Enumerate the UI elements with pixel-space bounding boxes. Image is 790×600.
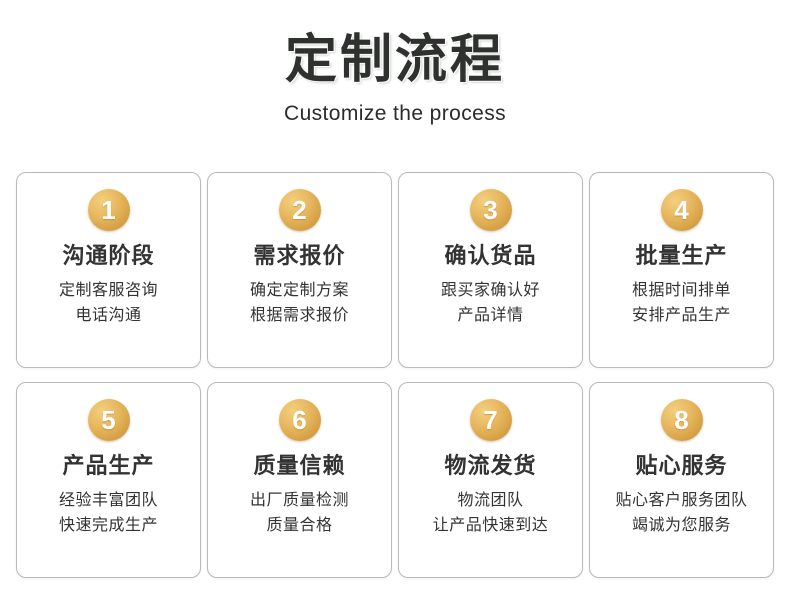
step-title: 沟通阶段 [62,243,155,268]
process-step-card-5: 5 产品生产 经验丰富团队 快速完成生产 [16,382,201,578]
step-title: 物流发货 [444,453,537,478]
step-description-line-2: 让产品快速到达 [432,517,549,535]
step-description-line-2: 竭诚为您服务 [631,517,731,535]
step-title: 产品生产 [62,453,155,478]
process-step-card-8: 8 贴心服务 贴心客户服务团队 竭诚为您服务 [589,382,774,578]
page-title: 定制流程 [284,31,505,89]
step-number-badge: 8 [660,399,703,441]
process-step-card-3: 3 确认货品 跟买家确认好 产品详情 [398,172,583,368]
step-number-label: 2 [292,195,307,225]
process-step-card-2: 2 需求报价 确定定制方案 根据需求报价 [207,172,392,368]
process-step-card-7: 7 物流发货 物流团队 让产品快速到达 [398,382,583,578]
step-description-line-2: 质量合格 [266,517,333,535]
process-step-card-6: 6 质量信赖 出厂质量检测 质量合格 [207,382,392,578]
step-description-line-2: 产品详情 [457,307,524,325]
step-number-badge: 4 [660,189,703,231]
step-number-label: 3 [483,195,498,225]
step-title: 需求报价 [253,243,346,268]
step-description: 出厂质量检测 质量合格 [250,479,349,539]
step-number-badge: 1 [87,189,130,231]
step-description-line-1: 跟买家确认好 [440,282,540,300]
step-description-line-2: 快速完成生产 [58,517,158,535]
process-step-card-4: 4 批量生产 根据时间排单 安排产品生产 [589,172,774,368]
step-description: 根据时间排单 安排产品生产 [632,269,731,329]
step-description-line-2: 电话沟通 [75,307,142,325]
step-description: 物流团队 让产品快速到达 [433,479,549,539]
step-number-badge: 3 [469,189,512,231]
page-subtitle: Customize the process [284,102,506,126]
process-step-grid: 1 沟通阶段 定制客服咨询 电话沟通 2 需求报价 确定定制方案 根据需求报价 … [16,172,774,578]
step-description-line-1: 物流团队 [457,492,524,510]
step-description-line-1: 贴心客户服务团队 [615,492,748,510]
step-description-line-1: 定制客服咨询 [58,282,158,300]
step-description-line-1: 确定定制方案 [249,282,349,300]
step-number-label: 7 [483,405,498,435]
step-number-label: 6 [292,405,307,435]
step-number-badge: 6 [278,399,321,441]
step-description-line-2: 根据需求报价 [249,307,349,325]
step-number-label: 1 [101,195,116,225]
step-description-line-1: 出厂质量检测 [249,492,349,510]
step-description: 贴心客户服务团队 竭诚为您服务 [615,479,747,539]
step-number-label: 4 [674,195,689,225]
step-title: 贴心服务 [635,453,728,478]
step-number-badge: 5 [87,399,130,441]
step-number-badge: 7 [469,399,512,441]
step-title: 确认货品 [444,243,537,268]
step-description: 定制客服咨询 电话沟通 [59,269,158,329]
step-title: 质量信赖 [253,453,346,478]
process-step-card-1: 1 沟通阶段 定制客服咨询 电话沟通 [16,172,201,368]
step-number-label: 5 [101,405,116,435]
step-description: 跟买家确认好 产品详情 [441,269,540,329]
header: 定制流程 Customize the process [0,0,790,125]
step-description-line-1: 经验丰富团队 [58,492,158,510]
step-description-line-2: 安排产品生产 [631,307,731,325]
step-description-line-1: 根据时间排单 [631,282,731,300]
step-description: 确定定制方案 根据需求报价 [250,269,349,329]
step-number-label: 8 [674,405,689,435]
step-number-badge: 2 [278,189,321,231]
step-description: 经验丰富团队 快速完成生产 [59,479,158,539]
step-title: 批量生产 [635,243,728,268]
